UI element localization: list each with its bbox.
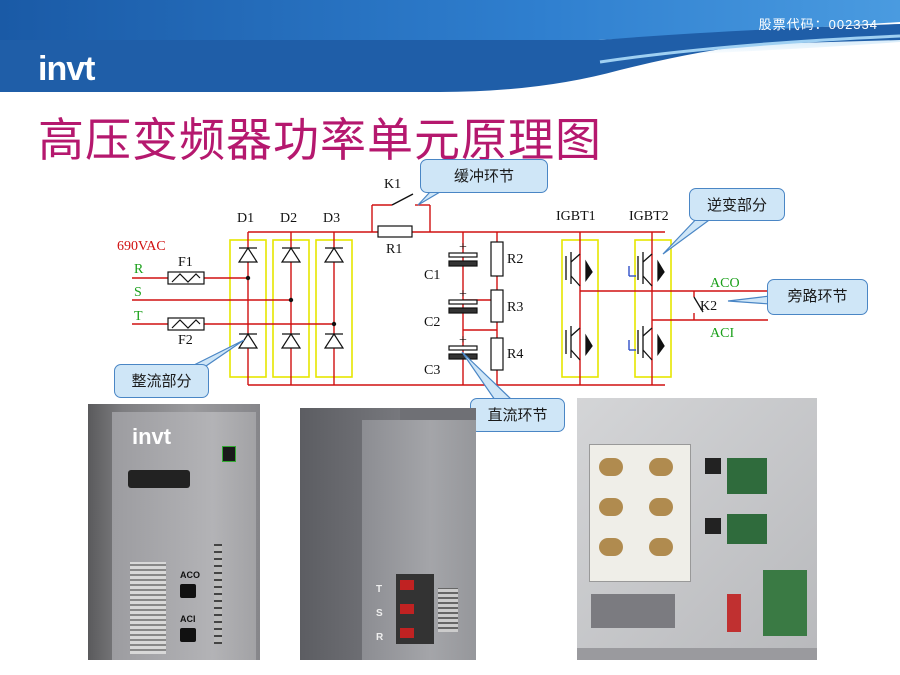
label-phase-s: S (134, 285, 142, 300)
photo-unit-inside (577, 398, 817, 660)
label-k1: K1 (384, 177, 401, 192)
label-c2: C2 (424, 315, 440, 330)
stock-code: 股票代码：002334 (758, 17, 878, 32)
label-d2: D2 (280, 211, 297, 226)
callout-buffer: 缓冲环节 (420, 159, 548, 193)
label-d3: D3 (323, 211, 340, 226)
invt-logo: invt (38, 50, 95, 88)
page-title: 高压变频器功率单元原理图 (38, 113, 602, 167)
label-aci: ACI (710, 326, 734, 341)
label-c3: C3 (424, 363, 440, 378)
photo-front-logo: invt (132, 424, 172, 449)
photo-unit-back: T S R (300, 408, 476, 660)
label-igbt2: IGBT2 (629, 209, 669, 224)
photo-back-s: S (376, 608, 383, 619)
photo-back-t: T (376, 584, 383, 595)
callout-rectifier: 整流部分 (114, 364, 209, 398)
svg-text:+: + (459, 287, 467, 302)
label-phase-t: T (134, 309, 143, 324)
svg-text:+: + (459, 333, 467, 348)
label-r3: R3 (507, 300, 523, 315)
label-r4: R4 (507, 347, 523, 362)
callout-bypass: 旁路环节 (767, 279, 868, 315)
photo-front-aci: ACI (180, 614, 196, 624)
label-input-voltage: 690VAC (117, 239, 166, 254)
photo-front-aco: ACO (180, 570, 200, 580)
label-c1: C1 (424, 268, 440, 283)
callout-dc: 直流环节 (470, 398, 565, 432)
label-r2: R2 (507, 252, 523, 267)
label-f2: F2 (178, 333, 193, 348)
label-f1: F1 (178, 255, 193, 270)
label-igbt1: IGBT1 (556, 209, 596, 224)
label-aco: ACO (710, 276, 740, 291)
callout-inverter: 逆变部分 (689, 188, 785, 221)
label-r1: R1 (386, 242, 402, 257)
label-k2: K2 (700, 299, 717, 314)
photo-unit-front: invt ACO ACI (88, 404, 260, 660)
label-d1: D1 (237, 211, 254, 226)
header-banner (0, 0, 900, 95)
label-phase-r: R (134, 262, 144, 277)
photo-back-r: R (376, 632, 384, 643)
svg-text:+: + (459, 240, 467, 255)
